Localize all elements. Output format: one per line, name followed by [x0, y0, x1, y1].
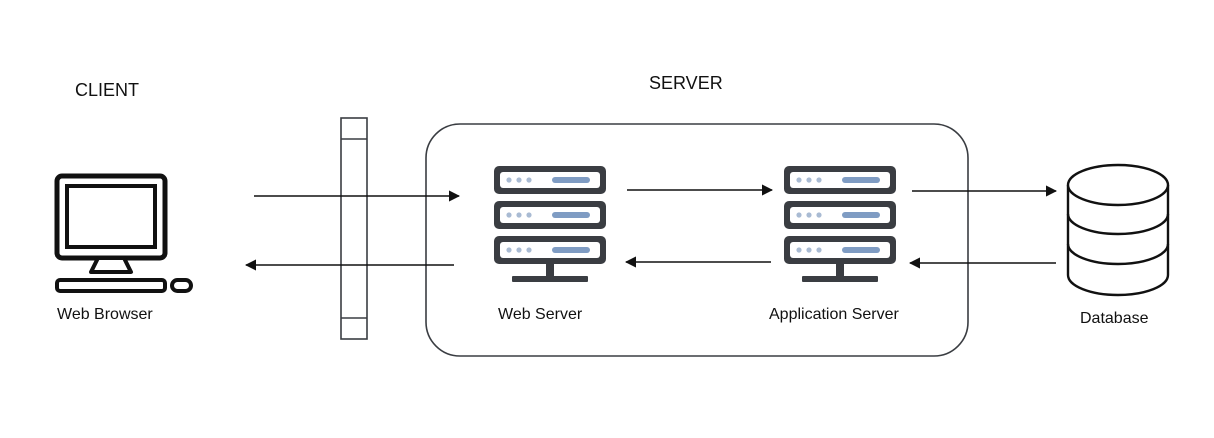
monitor-computer-icon — [54, 173, 193, 293]
database-label: Database — [1080, 310, 1149, 327]
firewall-icon — [340, 117, 368, 340]
web-server-label: Web Server — [498, 306, 583, 323]
web-server-icon — [494, 166, 606, 282]
server-section-title: SERVER — [649, 73, 723, 93]
database-cylinder-icon — [1066, 163, 1170, 297]
web-browser-label: Web Browser — [57, 306, 153, 323]
server-boundary — [425, 123, 969, 357]
application-server-label: Application Server — [769, 306, 899, 323]
application-server-icon — [784, 166, 896, 282]
client-section-title: CLIENT — [75, 80, 140, 100]
